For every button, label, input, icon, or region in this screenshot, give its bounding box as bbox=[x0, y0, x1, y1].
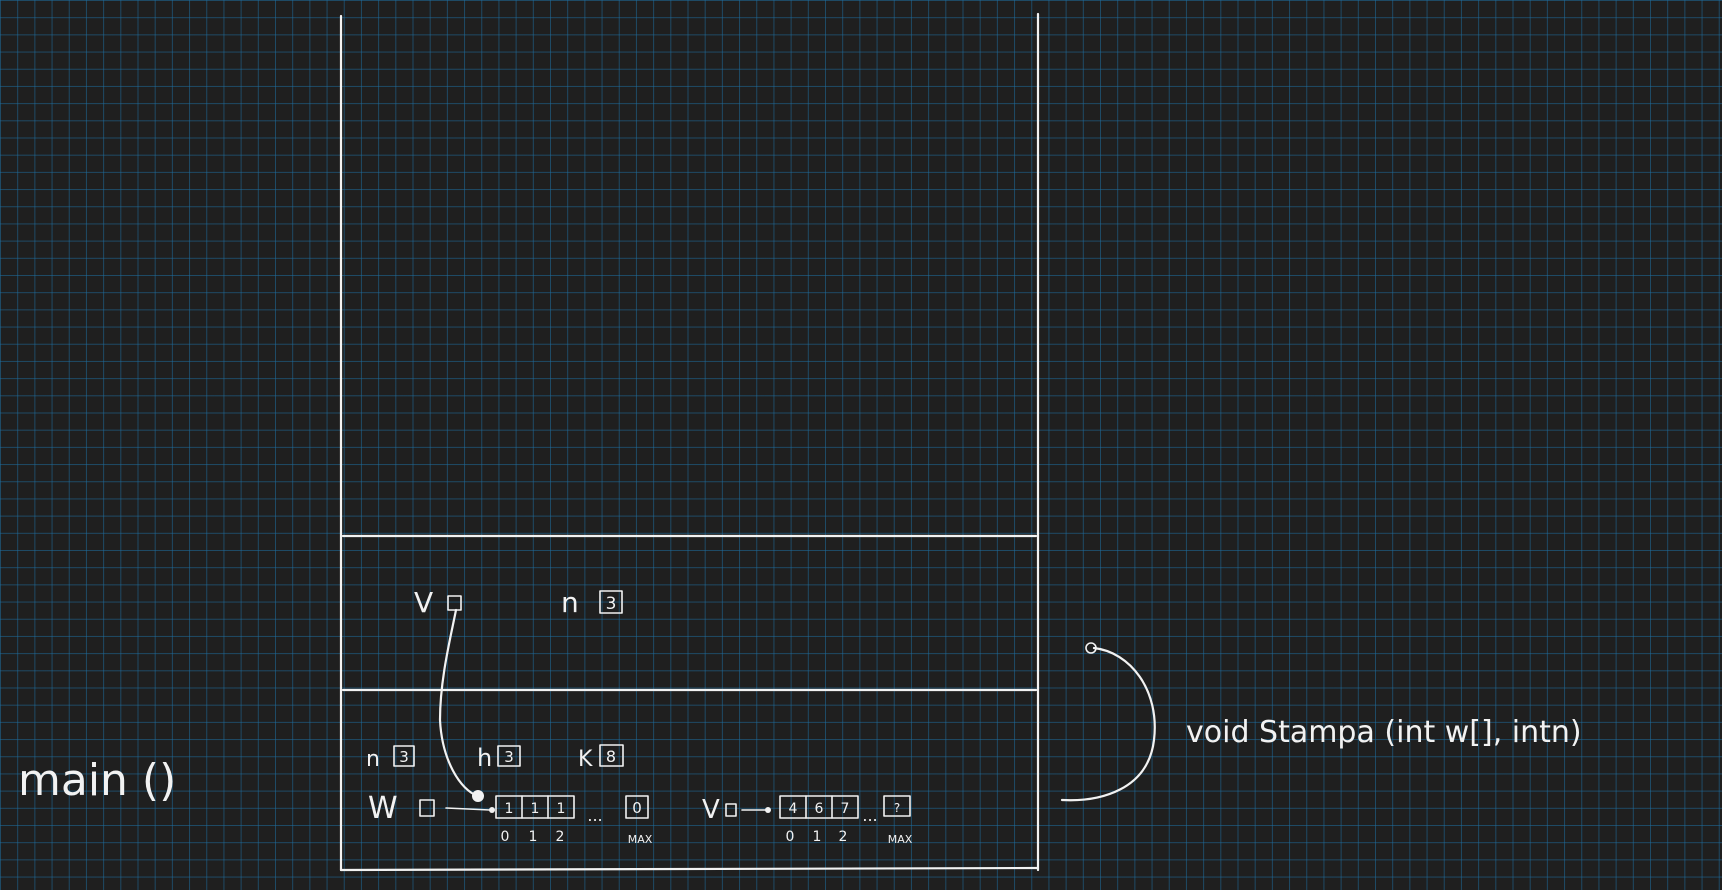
main-v-pointer-cell bbox=[725, 803, 737, 817]
stack-bottom bbox=[339, 866, 1040, 872]
stampa-n-cell bbox=[599, 590, 623, 614]
w-array-cell-1: 1 bbox=[531, 801, 540, 817]
v-index-0: 0 bbox=[786, 829, 795, 845]
w-index-1: 1 bbox=[529, 829, 538, 845]
main-w-pointer-cell bbox=[419, 799, 435, 817]
w-array-last-cell bbox=[625, 795, 649, 819]
stack-outline bbox=[339, 12, 1040, 872]
main-h-label: h bbox=[477, 744, 492, 772]
v-array-last-value: ? bbox=[894, 801, 900, 815]
main-n-label: n bbox=[366, 747, 380, 772]
stampa-frame: V n 3 bbox=[414, 586, 623, 619]
v-array-cell-0: 4 bbox=[789, 801, 798, 817]
call-return-arrow bbox=[1060, 646, 1156, 802]
stampa-n-label: n bbox=[561, 586, 579, 619]
v-to-w-pointer-head bbox=[472, 790, 484, 802]
main-w-pointer-head bbox=[489, 807, 495, 813]
v-array-ellipsis: ... bbox=[862, 806, 877, 825]
main-k-value: 8 bbox=[606, 747, 616, 766]
main-v-label: V bbox=[702, 795, 720, 825]
main-k-label: K bbox=[578, 747, 593, 772]
w-array-cell-0: 1 bbox=[505, 801, 514, 817]
stampa-n-value: 3 bbox=[606, 594, 617, 614]
main-frame: n 3 h 3 K 8 W 1 1 1 ... 0 0 1 2 MAX V bbox=[366, 744, 913, 846]
w-index-2: 2 bbox=[556, 829, 565, 845]
v-to-w-pointer-arrow bbox=[438, 608, 480, 798]
v-array-box bbox=[779, 795, 859, 819]
v-array-last-cell bbox=[883, 795, 911, 817]
main-v-pointer-head bbox=[765, 807, 771, 813]
stampa-v-label: V bbox=[414, 586, 433, 619]
main-k-cell bbox=[599, 744, 624, 767]
w-array-cell-2: 1 bbox=[557, 801, 566, 817]
main-w-pointer-arrow bbox=[445, 807, 491, 811]
main-w-label: W bbox=[368, 791, 398, 826]
w-array-ellipsis: ... bbox=[587, 806, 602, 825]
main-h-cell bbox=[497, 745, 521, 767]
main-frame-label: main () bbox=[18, 755, 176, 806]
w-array-box bbox=[495, 795, 575, 819]
v-array-cell-1: 6 bbox=[815, 801, 824, 817]
call-return-arrow-head bbox=[1085, 642, 1097, 654]
stampa-frame-label: void Stampa (int w[], intn) bbox=[1186, 715, 1582, 750]
v-index-2: 2 bbox=[839, 829, 848, 845]
v-index-max: MAX bbox=[888, 833, 913, 846]
v-index-1: 1 bbox=[813, 829, 822, 845]
main-n-cell bbox=[393, 745, 415, 767]
w-array-last-value: 0 bbox=[632, 799, 642, 817]
w-index-0: 0 bbox=[501, 829, 510, 845]
stampa-v-pointer-cell bbox=[447, 595, 462, 611]
v-array-cell-2: 7 bbox=[841, 801, 850, 817]
w-index-max: MAX bbox=[628, 833, 653, 846]
main-n-value: 3 bbox=[399, 748, 409, 766]
main-h-value: 3 bbox=[504, 748, 514, 766]
